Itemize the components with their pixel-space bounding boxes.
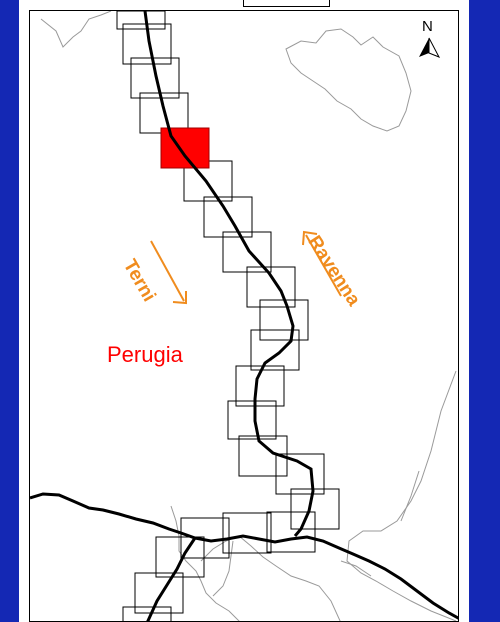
boundary-line: [212, 540, 234, 597]
footprint-box: [275, 453, 325, 495]
scene-footprints: [116, 11, 340, 621]
footprint-box: [116, 11, 166, 30]
road-line: [146, 537, 197, 621]
footprint-box: [122, 606, 172, 621]
footprint-box: [238, 435, 288, 477]
road-line: [30, 492, 458, 620]
footprint-box: [203, 196, 253, 238]
direction-arrows: [150, 230, 342, 305]
orbit-track-line: [143, 11, 315, 537]
top-tab: [243, 0, 330, 7]
footprint-box: [246, 266, 296, 308]
boundary-line: [400, 470, 420, 522]
boundary-lines: [40, 11, 457, 621]
boundary-line: [346, 370, 457, 621]
boundary-line: [340, 560, 372, 577]
map-canvas: [30, 11, 458, 621]
footprint-box: [155, 536, 205, 578]
footprint-box: [259, 299, 309, 341]
north-label: N: [422, 18, 433, 35]
footprint-box: [266, 511, 316, 553]
map-panel: N Terni Ravenna Perugia: [29, 10, 459, 622]
footprint-box: [130, 57, 180, 99]
footprint-box: [250, 329, 300, 371]
footprint-box: [227, 400, 277, 440]
boundary-line: [40, 11, 112, 48]
perugia-label: Perugia: [107, 342, 183, 367]
terni-arrowhead: [172, 291, 187, 305]
ravenna-arrowhead: [302, 230, 318, 246]
highlighted-scene: [160, 127, 210, 169]
ravenna-arrow: [305, 234, 342, 297]
boundary-line: [285, 28, 412, 132]
footprint-box: [235, 365, 285, 407]
boundary-line: [200, 535, 341, 621]
footprint-box: [180, 517, 230, 559]
footprint-box: [222, 512, 272, 554]
footprint-box: [134, 572, 184, 614]
north-arrow-icon: [419, 37, 441, 58]
terni-arrow: [150, 240, 185, 302]
